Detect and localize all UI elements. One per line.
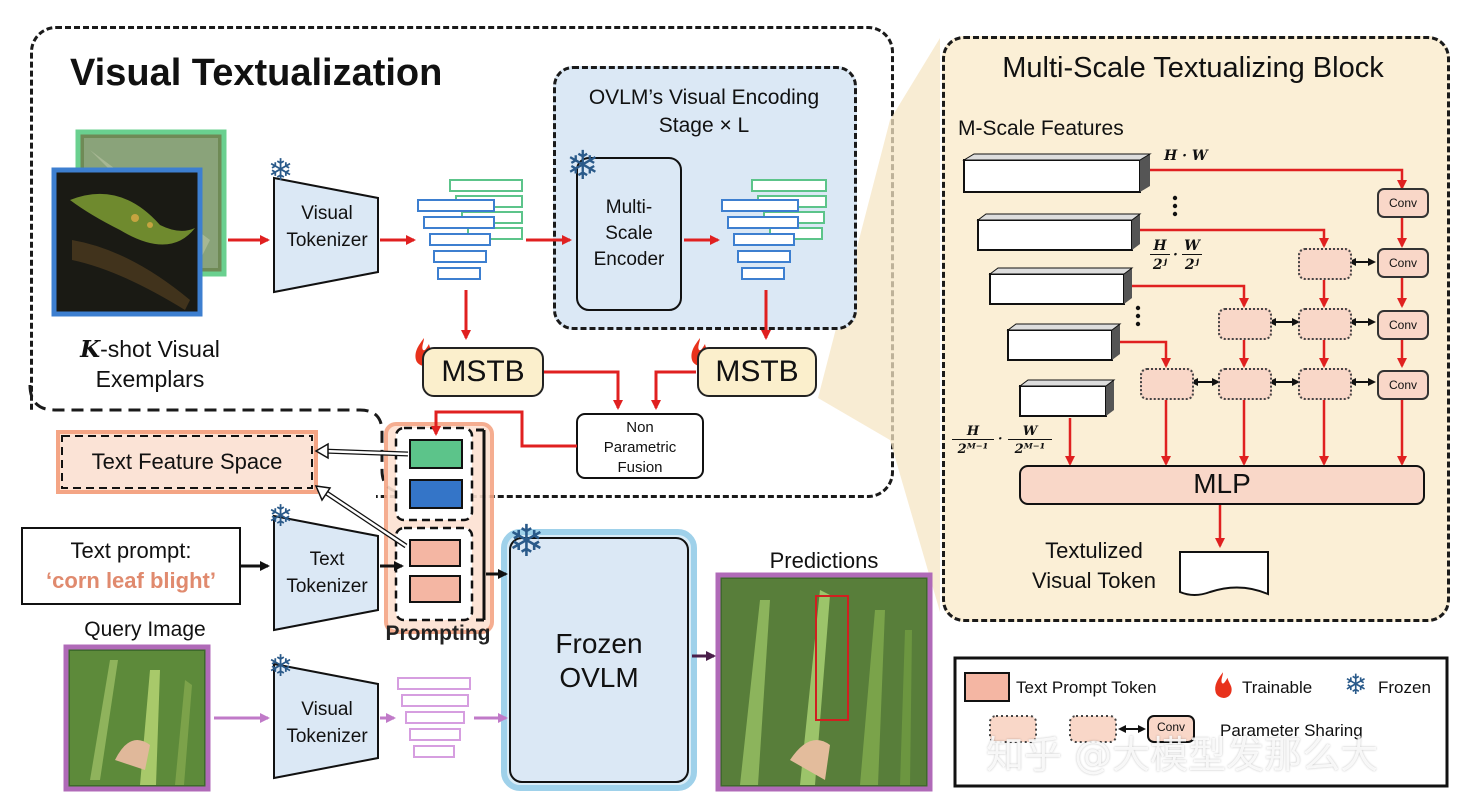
shared-conv-cell bbox=[1218, 368, 1272, 400]
frac-top-num1: H bbox=[1150, 238, 1170, 255]
shared-conv-cell bbox=[1298, 368, 1352, 400]
mstb-block-title: Multi-Scale Textualizing Block bbox=[1002, 52, 1384, 84]
conv-block: Conv bbox=[1377, 248, 1429, 278]
frozen-ovlm-label-2: OVLM bbox=[559, 662, 639, 693]
frac-bot-den1: 2ᴹ⁻¹ bbox=[957, 442, 989, 457]
fusion-label-2: Parametric bbox=[603, 439, 677, 456]
text-feature-space-label: Text Feature Space bbox=[91, 449, 283, 474]
fraction-label-bottom: H 2ᴹ⁻¹ · W 2ᴹ⁻¹ bbox=[952, 424, 1058, 470]
shared-conv-cell bbox=[1140, 368, 1194, 400]
exemplar-image-front bbox=[51, 167, 203, 317]
blue-token bbox=[409, 479, 463, 509]
frac-bot-num2: W bbox=[1008, 424, 1052, 440]
snowflake-icon: ❄ bbox=[508, 517, 545, 566]
text-prompt-box bbox=[21, 527, 241, 605]
conv-block: Conv bbox=[1377, 370, 1429, 400]
textulized-token-label-1: Textulized bbox=[1045, 538, 1143, 563]
text-prompt-label: Text prompt: bbox=[70, 538, 192, 563]
token-stack-2 bbox=[721, 179, 827, 280]
fraction-label-top: H 2ʲ · W 2ʲ bbox=[1150, 238, 1208, 284]
hw-label: H · W bbox=[1164, 148, 1208, 164]
legend-box bbox=[953, 656, 1449, 788]
multiscale-encoder-label-3: Encoder bbox=[593, 249, 665, 270]
watermark: 知乎 @大模型发那么大 bbox=[986, 733, 1379, 777]
frac-top-den2: 2ʲ bbox=[1184, 257, 1200, 273]
snowflake-icon: ❄ bbox=[566, 144, 600, 188]
token-stack-query bbox=[397, 677, 471, 758]
frac-bot-den2: 2ᴹ⁻¹ bbox=[1014, 442, 1046, 457]
mscale-features-label: M-Scale Features bbox=[958, 117, 1124, 140]
mstb-module-right: MSTB bbox=[697, 347, 817, 397]
text-prompt-value: ‘corn leaf blight’ bbox=[46, 568, 216, 593]
legend-text-prompt-token: Text Prompt Token bbox=[1016, 678, 1157, 697]
textulized-token-label-2: Visual Token bbox=[1032, 568, 1156, 593]
visual-tokenizer-top-shape bbox=[273, 176, 379, 294]
shared-conv-cell bbox=[1298, 308, 1352, 340]
text-token-1 bbox=[409, 539, 461, 567]
legend-parameter-sharing: Parameter Sharing bbox=[1220, 721, 1363, 740]
multiscale-encoder-label-1: Multi- bbox=[605, 197, 653, 218]
snowflake-icon: ❄ bbox=[268, 154, 294, 187]
mlp-box bbox=[1019, 465, 1425, 505]
text-tokenizer-label-1: Text bbox=[309, 549, 345, 570]
fusion-label-3: Fusion bbox=[617, 459, 663, 476]
conv-block: Conv bbox=[1377, 310, 1429, 340]
mlp-label: MLP bbox=[1193, 468, 1251, 499]
shared-conv-cell bbox=[1218, 308, 1272, 340]
legend-frozen: Frozen bbox=[1378, 678, 1431, 697]
conv-block: Conv bbox=[1377, 188, 1429, 218]
query-image bbox=[63, 644, 211, 792]
mscale-feature-maps bbox=[962, 153, 1152, 417]
frozen-ovlm-label-1: Frozen bbox=[555, 628, 643, 659]
green-token bbox=[409, 439, 463, 469]
kshot-label-2: Exemplars bbox=[95, 366, 205, 392]
ovlm-stage-title-1: OVLM’s Visual Encoding bbox=[588, 86, 820, 109]
visual-tokenizer-label-2: Tokenizer bbox=[286, 230, 368, 251]
legend-conv: Conv bbox=[1156, 720, 1185, 734]
text-token-2 bbox=[409, 575, 461, 603]
multiscale-encoder-label-2: Scale bbox=[605, 223, 653, 244]
token-stack-1 bbox=[417, 179, 523, 280]
query-image-label: Query Image bbox=[84, 618, 206, 641]
text-tokenizer-shape bbox=[273, 514, 379, 632]
kshot-text: -shot Visual bbox=[100, 336, 220, 362]
frac-top-num2: W bbox=[1182, 238, 1202, 255]
frozen-ovlm-box bbox=[509, 537, 689, 783]
query-tokenizer-label-2: Tokenizer bbox=[286, 726, 368, 747]
prediction-image bbox=[715, 572, 933, 792]
visual-textualization-title: Visual Textualization bbox=[70, 52, 443, 94]
text-tokenizer-label-2: Tokenizer bbox=[286, 576, 368, 597]
prompting-label: Prompting bbox=[385, 622, 491, 645]
kshot-label-1: K-shot Visual bbox=[60, 336, 240, 363]
snowflake-icon: ❄ bbox=[268, 650, 294, 683]
predictions-label: Predictions bbox=[769, 548, 879, 573]
textulized-token-shape bbox=[1179, 551, 1269, 596]
snowflake-icon: ❄ bbox=[1344, 669, 1368, 700]
multiscale-encoder-shape bbox=[576, 157, 682, 311]
shared-conv-cell bbox=[1298, 248, 1352, 280]
kshot-variable: K bbox=[80, 336, 101, 363]
query-tokenizer-shape bbox=[273, 662, 379, 780]
frac-bot-num1: H bbox=[952, 424, 994, 440]
snowflake-icon: ❄ bbox=[268, 500, 294, 533]
frac-top-den1: 2ʲ bbox=[1152, 257, 1168, 273]
ovlm-stage-title-2: Stage × L bbox=[658, 114, 750, 137]
mstb-module-left: MSTB bbox=[422, 347, 544, 397]
legend-trainable: Trainable bbox=[1242, 678, 1313, 697]
query-tokenizer-label-1: Visual bbox=[301, 699, 353, 720]
fusion-label-1: Non bbox=[626, 419, 654, 436]
text-feature-space-box bbox=[61, 435, 313, 489]
flame-icon bbox=[1212, 670, 1234, 702]
visual-tokenizer-label-1: Visual bbox=[301, 203, 353, 224]
